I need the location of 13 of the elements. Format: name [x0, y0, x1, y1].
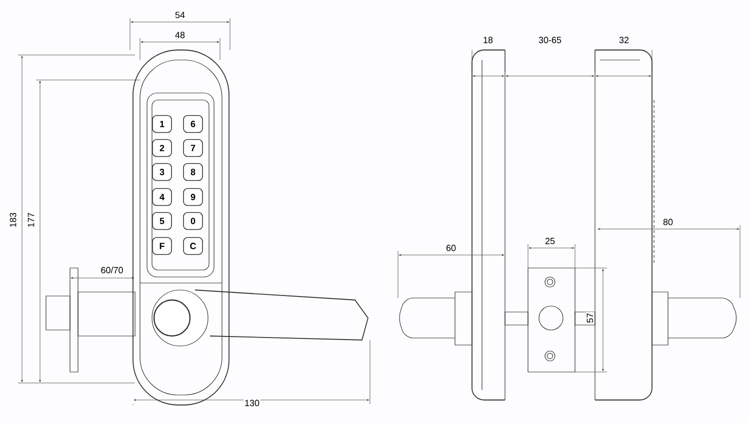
keypad-key: C [183, 237, 203, 255]
keypad-key: 6 [183, 115, 203, 133]
keypad-key: 4 [152, 188, 172, 206]
keypad-key: 1 [152, 115, 172, 133]
keypad-key: 5 [152, 212, 172, 230]
keypad-key: 2 [152, 139, 172, 157]
keypad-key: 3 [152, 163, 172, 181]
keypad-key: 8 [183, 163, 203, 181]
keypad-key: 9 [183, 188, 203, 206]
keypad-key: 7 [183, 139, 203, 157]
dimension-label: 60/70 [100, 266, 124, 274]
keypad-key: 0 [183, 212, 203, 230]
keypad-key: F [152, 237, 172, 255]
